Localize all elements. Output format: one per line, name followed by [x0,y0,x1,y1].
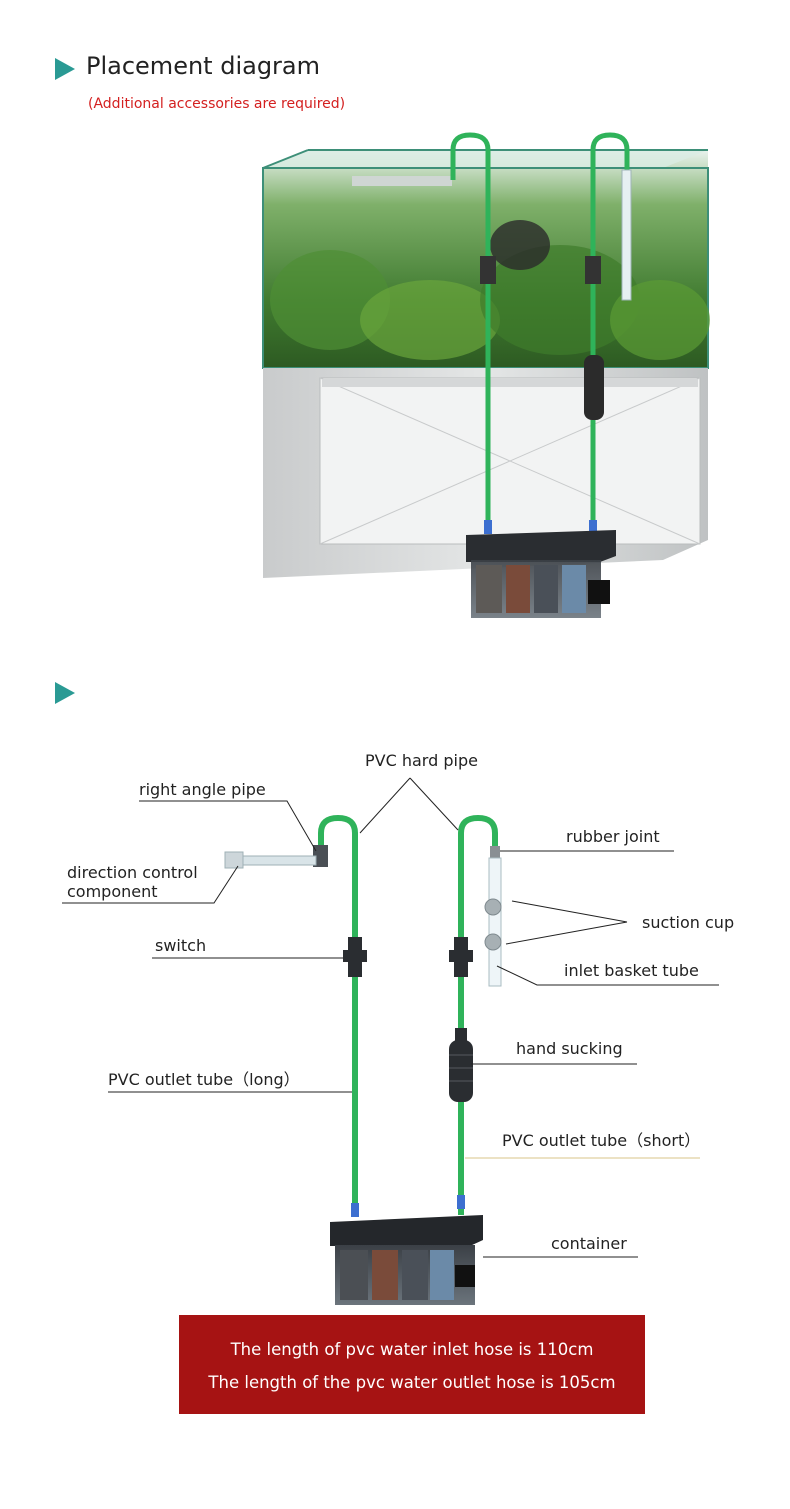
label-inlet-basket-tube: inlet basket tube [564,961,699,980]
right-angle-joint [313,845,328,867]
label-direction-control-line2: component [67,882,158,901]
label-switch: switch [155,936,207,955]
label-right-angle-pipe: right angle pipe [139,780,266,799]
inlet-basket-tube [488,857,502,987]
hose-length-banner: The length of pvc water inlet hose is 11… [179,1315,645,1414]
switch-valve-left [343,937,367,977]
section-marker-icon [55,58,75,80]
accessories-note: (Additional accessories are required) [88,96,346,112]
section-title-placement: Placement diagram [86,52,320,80]
label-pvc-outlet-short: PVC outlet tube（short） [502,1131,701,1150]
label-suction-cup: suction cup [642,913,735,932]
label-hand-sucking: hand sucking [516,1039,623,1058]
label-direction-control-line1: direction control [67,863,198,882]
filter-container [330,1215,483,1305]
rubber-joint [490,846,500,858]
hand-pump [449,1028,473,1102]
direction-control-component [239,855,317,866]
inlet-pipe [458,814,498,1215]
switch-valve-right [449,937,473,977]
label-pvc-outlet-long: PVC outlet tube（long） [108,1070,300,1089]
label-rubber-joint: rubber joint [566,827,660,846]
banner-outlet-length: The length of the pvc water outlet hose … [208,1373,616,1392]
label-pvc-hard-pipe: PVC hard pipe [365,751,478,770]
aquarium-pipes [450,132,630,520]
label-container: container [551,1234,627,1253]
suction-cup-bottom [484,933,502,951]
suction-cup-top [484,898,502,916]
outlet-pipe-long [318,814,358,1205]
filter-container-photo [466,530,616,618]
inlet-basket-tube-photo [621,169,632,301]
section-marker-icon [55,682,75,704]
aquarium-illustration [262,132,710,618]
leader-lines [62,777,719,1258]
banner-inlet-length: The length of pvc water inlet hose is 11… [230,1340,594,1359]
hand-pump-photo [584,355,604,420]
switch-valve-photo [480,256,496,284]
